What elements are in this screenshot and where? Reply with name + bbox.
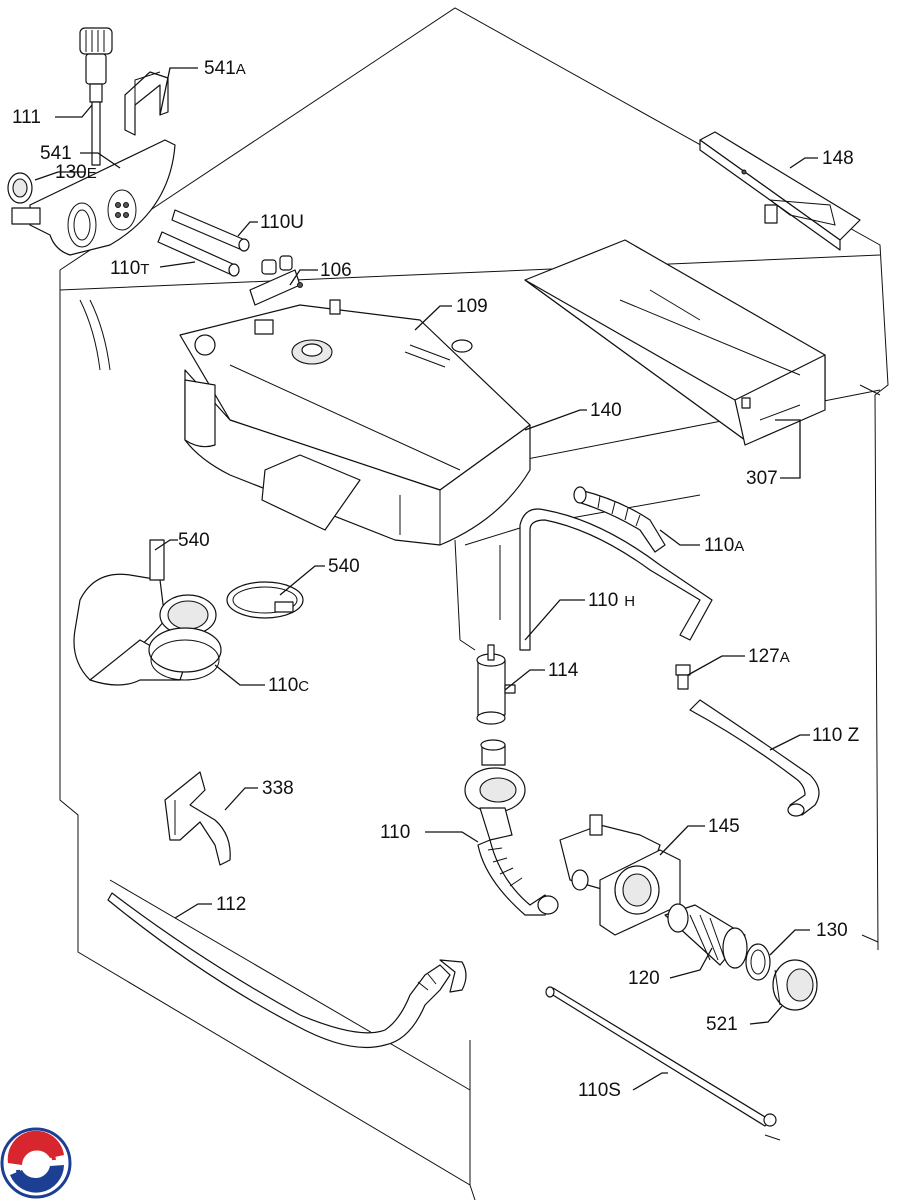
label-110c: 110C (268, 675, 309, 696)
part-130-o-ring (745, 943, 771, 981)
part-110h-hose (519, 508, 713, 651)
label-130: 130 (816, 920, 848, 941)
label-540-clamp: 540 (328, 556, 360, 577)
part-541a-clip (124, 71, 169, 136)
label-111: 111 (12, 107, 41, 128)
part-540-clamp (226, 581, 304, 619)
part-338-clip (164, 771, 231, 866)
label-145: 145 (708, 816, 740, 837)
part-110s-tube (545, 986, 781, 1141)
label-140: 140 (590, 400, 622, 421)
part-145-pump (559, 814, 681, 936)
label-110a: 110A (704, 535, 744, 556)
part-127a-connector (675, 664, 691, 690)
part-114-air-trap (476, 644, 516, 725)
label-148: 148 (822, 148, 854, 169)
label-130e: 130E (55, 162, 97, 183)
part-521-filter-cap (772, 959, 818, 1011)
label-110: 110 (380, 822, 410, 843)
label-109: 109 (456, 296, 488, 317)
label-541: 541 (40, 143, 72, 164)
label-127a: 127A (748, 646, 790, 667)
part-110z-hose (689, 699, 820, 817)
part-112-drain-hose (107, 892, 467, 1049)
label-110t: 110T (110, 258, 149, 279)
label-114: 114 (548, 660, 579, 681)
cabinet-outline (59, 7, 889, 1200)
part-110a-hose (573, 486, 666, 553)
label-110u: 110U (260, 212, 304, 233)
label-110s: 110S (578, 1080, 621, 1101)
label-307: 307 (746, 468, 778, 489)
part-307-drawer (524, 239, 826, 446)
leader-lines (34, 67, 818, 1091)
part-110t-tube (157, 231, 240, 277)
brand-logo-icon (0, 1127, 72, 1199)
label-338: 338 (262, 778, 294, 799)
part-120-pump-filter (664, 903, 748, 969)
part-111-inlet-connector (79, 27, 113, 166)
label-521: 521 (706, 1014, 738, 1035)
part-109-dispenser-cover (179, 299, 531, 491)
part-110-sump-hose (464, 739, 559, 916)
label-106: 106 (320, 260, 352, 281)
part-110u-tube (171, 209, 250, 252)
label-120: 120 (628, 968, 660, 989)
part-541-bracket (11, 139, 176, 256)
label-541a: 541A (204, 58, 246, 79)
part-106-valve (249, 255, 303, 306)
part-148-drawer-handle (699, 131, 861, 251)
part-130e-filter (7, 172, 33, 204)
part-140-dispenser-tub (184, 369, 531, 546)
part-540-bellows (73, 539, 222, 686)
label-540-bellows: 540 (178, 530, 210, 551)
label-110z: 110 Z (812, 725, 860, 746)
label-112: 112 (216, 894, 246, 915)
part-labels: 111 541A 541 130E 110U 110T 106 109 148 … (12, 58, 860, 1101)
